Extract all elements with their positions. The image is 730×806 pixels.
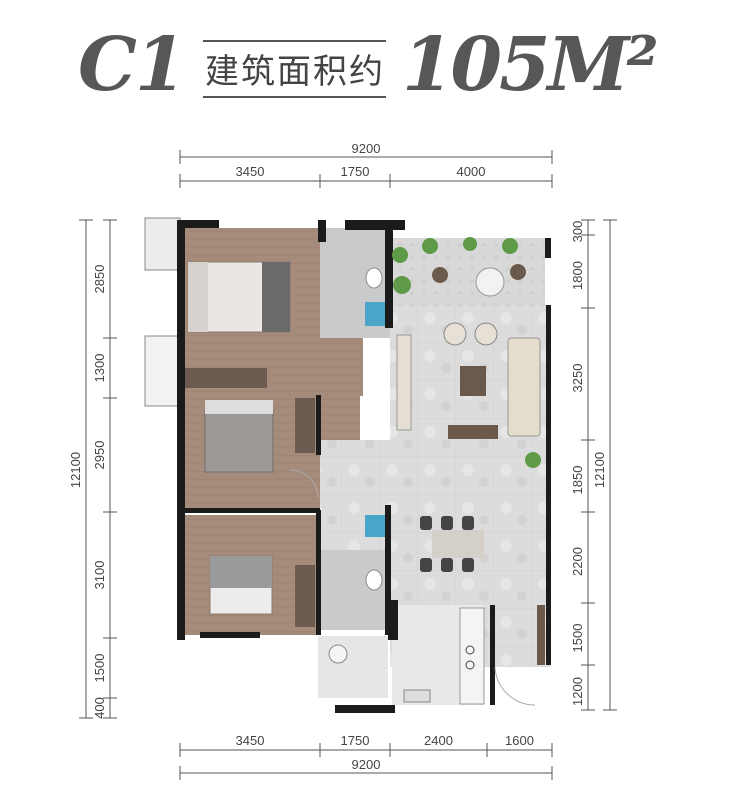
dim-left-segment: 2850 [92,265,107,294]
dim-left-segment: 3100 [92,561,107,590]
bathroom-2-floor [320,550,390,630]
dim-right-segment: 1800 [570,261,585,290]
dim-right-segment: 2200 [570,547,585,576]
dim-right-segment: 1500 [570,624,585,653]
dim-right-segment: 3250 [570,364,585,393]
terrace-chair [432,267,448,283]
dim-bottom-total: 9200 [352,757,381,772]
dining-table [432,530,484,558]
tv-unit [396,334,412,431]
sofa [507,337,541,437]
title-rule-top [203,40,386,42]
wardrobe-3 [295,565,315,627]
utility-balcony-floor [318,636,388,698]
dim-right-segment: 300 [570,221,585,243]
dim-bottom-segment: 1750 [341,733,370,748]
armchair-2 [474,322,498,346]
dim-left-segment: 1300 [92,354,107,383]
wardrobe-2 [295,398,315,453]
area-value: 105M² [402,22,659,108]
plan-code: C1 [78,22,186,108]
title-rule-bottom [203,96,386,98]
dim-left-segment: 400 [92,697,107,719]
walls [177,220,551,713]
dim-top-segment: 1750 [341,164,370,179]
wardrobe [185,368,267,388]
washing-machine [328,644,348,664]
kitchen-sink [403,689,431,703]
dim-left-segment: 1500 [92,654,107,683]
dim-top-segment: 3450 [236,164,265,179]
dim-bottom-segment: 1600 [505,733,534,748]
dim-left-segment: 2950 [92,441,107,470]
dim-left-total: 12100 [68,452,83,488]
dim-bottom-segment: 2400 [424,733,453,748]
kitchen-counter [459,607,485,705]
bay-window-1 [144,217,181,271]
coffee-table [460,366,486,396]
toilet-1 [365,267,383,289]
furniture [185,237,545,706]
dim-right-segment: 1200 [570,677,585,706]
dim-top-segment: 4000 [457,164,486,179]
bed-2 [204,409,274,473]
plants [392,237,541,468]
plan-title: C1 建筑面积约 105M² [0,0,730,120]
dim-top-total: 9200 [352,141,381,156]
bathtub-sink-1 [365,302,385,326]
sink-2 [365,515,385,537]
toilet-2 [365,569,383,591]
dim-right-segment: 1850 [570,466,585,495]
bay-window-2 [144,335,181,407]
dim-bottom-segment: 3450 [236,733,265,748]
dim-right-total: 12100 [592,452,607,488]
armchair-1 [443,322,467,346]
area-label: 建筑面积约 [205,52,385,92]
terrace-table [475,267,505,297]
